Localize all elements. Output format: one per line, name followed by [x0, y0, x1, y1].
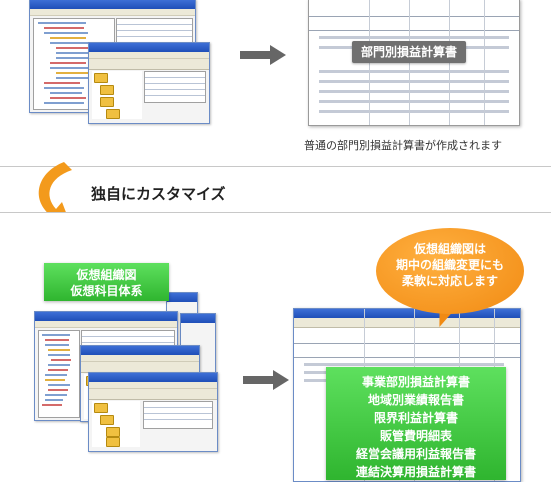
- report-type-label: 部門別損益計算書: [352, 41, 466, 63]
- top-caption: 普通の部門別損益計算書が作成されます: [304, 139, 502, 152]
- bubble-line-3: 柔軟に対応します: [401, 274, 498, 288]
- virtual-box-line-2: 仮想科目体系: [70, 284, 143, 298]
- report-item: 連結決算用損益計算書: [355, 465, 476, 479]
- bubble-line-2: 期中の組織変更にも: [395, 258, 504, 272]
- report-item: 限界利益計算書: [373, 411, 458, 425]
- virtual-account-tree: [92, 401, 140, 447]
- custom-reports-box: 事業部別損益計算書 地域別業績報告書 限界利益計算書 販管費明細表 経営会議用利…: [326, 367, 506, 480]
- custom-window-5: [88, 372, 218, 452]
- report-item: 事業部別損益計算書: [361, 375, 470, 389]
- report-item: 経営会議用利益報告書: [355, 447, 476, 461]
- customize-label: 独自にカスタマイズ: [91, 185, 226, 203]
- standard-report-sheet: [308, 0, 520, 126]
- virtual-structure-box: 仮想組織図 仮想科目体系: [44, 263, 169, 301]
- dept-tree: [92, 71, 142, 119]
- virtual-box-line-1: 仮想組織図: [76, 268, 137, 282]
- report-item: 地域別業績報告書: [367, 393, 464, 407]
- virtual-org-tree: [38, 330, 80, 418]
- dept-grid: [144, 71, 206, 103]
- curved-arrow-icon: [38, 162, 72, 228]
- speech-bubble: 仮想組織図は 期中の組織変更にも 柔軟に対応します: [376, 228, 524, 314]
- virtual-account-grid: [143, 401, 213, 429]
- report-item: 販管費明細表: [379, 429, 452, 443]
- top-app-window-front: [88, 42, 210, 124]
- bubble-line-1: 仮想組織図は: [413, 242, 486, 256]
